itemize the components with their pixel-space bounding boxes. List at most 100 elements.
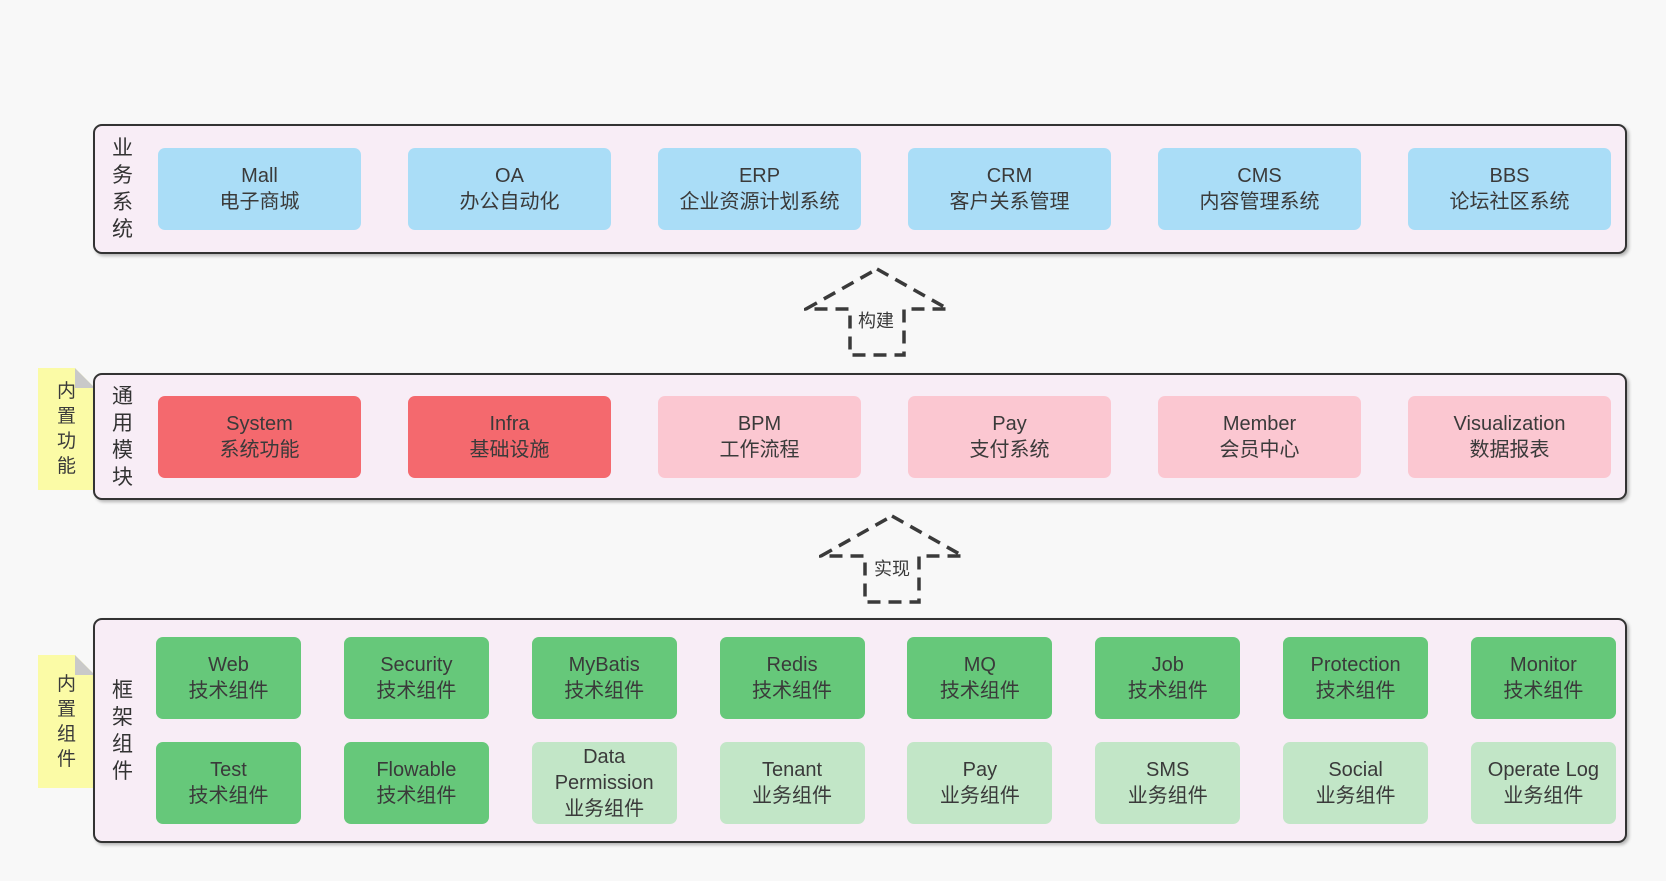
component-box-protection: Protection 技术组件: [1283, 637, 1429, 719]
component-box-social: Social 业务组件: [1283, 742, 1429, 824]
box-desc: 会员中心: [1219, 438, 1300, 461]
common-modules-row: System 系统功能 Infra 基础设施 BPM 工作流程 Pay 支付系统…: [134, 375, 1625, 498]
band-label-common-modules: 通用模块: [112, 384, 133, 489]
component-box-mybatis: MyBatis 技术组件: [531, 637, 677, 719]
box-desc: 业务组件: [939, 785, 1020, 807]
box-desc: 技术组件: [752, 680, 833, 702]
box-desc: 技术组件: [1315, 680, 1396, 702]
box-name: Visualization: [1453, 412, 1566, 435]
box-name: Test: [210, 759, 247, 781]
module-box-oa: OA 办公自动化: [408, 148, 611, 230]
box-name: MQ: [963, 654, 996, 676]
box-desc: 支付系统: [969, 438, 1050, 461]
box-desc: 电子商城: [219, 191, 300, 213]
band-common-modules: 通用模块 System 系统功能 Infra 基础设施 BPM 工作流程 Pay…: [93, 373, 1627, 500]
box-name: BPM: [737, 412, 782, 435]
box-name: Mall: [241, 165, 278, 187]
box-desc: 内容管理系统: [1199, 191, 1320, 213]
module-box-pay: Pay 支付系统: [908, 395, 1111, 478]
box-desc: 技术组件: [376, 680, 457, 702]
box-desc: 技术组件: [188, 785, 269, 807]
sticky-note-builtin-components: 内置组件: [38, 655, 95, 788]
component-box-job: Job 技术组件: [1095, 637, 1241, 719]
box-desc: 业务组件: [564, 798, 645, 820]
box-desc: 技术组件: [939, 680, 1020, 702]
box-name: Security: [380, 654, 453, 676]
sticky-text: 内置组件: [56, 673, 76, 770]
box-name: System: [226, 412, 293, 435]
component-box-flowable: Flowable 技术组件: [343, 742, 489, 824]
box-desc: 业务组件: [752, 785, 833, 807]
sticky-note-builtin-features: 内置功能: [38, 368, 95, 490]
up-arrow-icon: [819, 512, 965, 606]
box-desc: 系统功能: [219, 438, 300, 461]
box-name: Pay: [962, 759, 998, 781]
box-name: CMS: [1237, 165, 1282, 187]
box-name: Social: [1328, 759, 1383, 781]
module-box-mall: Mall 电子商城: [158, 148, 361, 230]
box-name: Job: [1151, 654, 1184, 676]
component-box-sms: SMS 业务组件: [1095, 742, 1241, 824]
box-name: Web: [208, 654, 249, 676]
module-box-visualization: Visualization 数据报表: [1408, 395, 1611, 478]
box-desc: 业务组件: [1503, 785, 1584, 807]
box-name: OA: [495, 165, 524, 187]
box-desc: 办公自动化: [459, 191, 560, 213]
component-box-security: Security 技术组件: [343, 637, 489, 719]
box-desc: 业务组件: [1127, 785, 1208, 807]
box-name: SMS: [1146, 759, 1190, 781]
box-name: CRM: [986, 165, 1033, 187]
box-desc: 技术组件: [1127, 680, 1208, 702]
box-desc: 技术组件: [564, 680, 645, 702]
box-desc: 工作流程: [719, 438, 800, 461]
module-box-infra: Infra 基础设施: [408, 395, 611, 478]
band-business-systems: 业务系统 Mall 电子商城 OA 办公自动化 ERP 企业资源计划系统 CRM…: [93, 124, 1627, 254]
box-name: MyBatis: [568, 654, 640, 676]
box-name: Member: [1222, 412, 1297, 435]
component-box-pay: Pay 业务组件: [907, 742, 1053, 824]
box-desc: 论坛社区系统: [1449, 191, 1570, 213]
sticky-text: 内置功能: [56, 381, 76, 477]
arrow-label-build: 构建: [854, 309, 898, 333]
box-desc: 企业资源计划系统: [679, 191, 840, 213]
module-box-erp: ERP 企业资源计划系统: [658, 148, 861, 230]
box-name: Monitor: [1510, 654, 1577, 676]
component-box-tenant: Tenant 业务组件: [719, 742, 865, 824]
band-label-business-systems: 业务系统: [112, 137, 133, 241]
box-name: Tenant: [762, 759, 823, 781]
component-box-redis: Redis 技术组件: [719, 637, 865, 719]
component-box-test: Test 技术组件: [156, 742, 301, 824]
module-box-system: System 系统功能: [158, 395, 361, 478]
box-desc: 数据报表: [1469, 438, 1550, 461]
box-desc: 业务组件: [1315, 785, 1396, 807]
framework-boxes-grid: Web 技术组件 Security 技术组件 MyBatis 技术组件 Redi…: [134, 620, 1625, 841]
component-box-mq: MQ 技术组件: [907, 637, 1053, 719]
module-box-bbs: BBS 论坛社区系统: [1408, 148, 1611, 230]
arrow-label-implement: 实现: [870, 557, 914, 581]
band-label-framework-components: 框架组件: [112, 678, 133, 783]
box-name: Flowable: [376, 759, 457, 781]
box-name: ERP: [738, 165, 781, 187]
module-box-cms: CMS 内容管理系统: [1158, 148, 1361, 230]
framework-row-1: Web 技术组件 Security 技术组件 MyBatis 技术组件 Redi…: [156, 637, 1616, 719]
component-box-web: Web 技术组件: [156, 637, 301, 719]
box-desc: 技术组件: [188, 680, 269, 702]
component-box-operate-log: Operate Log 业务组件: [1470, 742, 1616, 824]
box-name: BBS: [1489, 165, 1530, 187]
module-box-bpm: BPM 工作流程: [658, 395, 861, 478]
module-box-member: Member 会员中心: [1158, 395, 1361, 478]
business-boxes-row: Mall 电子商城 OA 办公自动化 ERP 企业资源计划系统 CRM 客户关系…: [134, 126, 1625, 252]
box-name: Infra: [489, 412, 530, 435]
module-box-crm: CRM 客户关系管理: [908, 148, 1111, 230]
band-framework-components: 框架组件 Web 技术组件 Security 技术组件 MyBatis 技术组件…: [93, 618, 1627, 843]
box-name: Protection: [1310, 654, 1401, 676]
box-desc: 技术组件: [1503, 680, 1584, 702]
component-box-monitor: Monitor 技术组件: [1470, 637, 1616, 719]
box-name: Operate Log: [1487, 759, 1599, 781]
framework-row-2: Test 技术组件 Flowable 技术组件 Data Permission …: [156, 742, 1616, 824]
box-name: Pay: [992, 412, 1027, 435]
up-arrow-icon: [804, 265, 950, 359]
box-desc: 技术组件: [376, 785, 457, 807]
box-name: Data Permission: [554, 746, 654, 794]
